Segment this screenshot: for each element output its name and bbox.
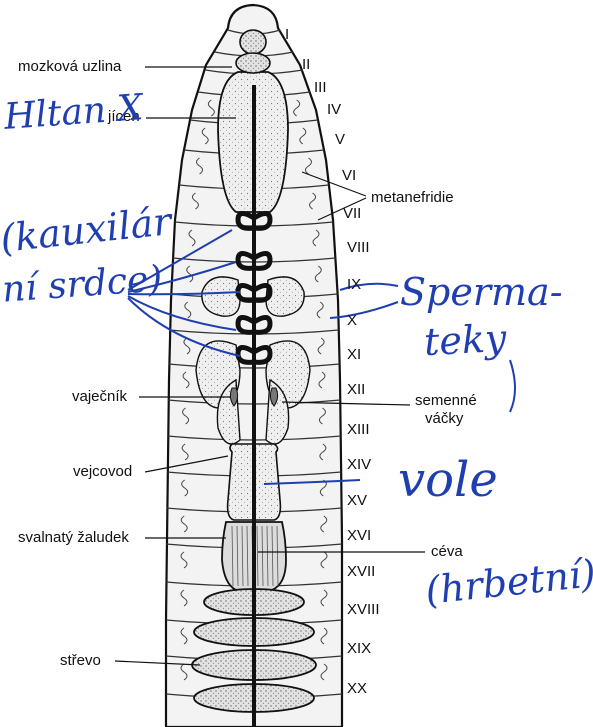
segment-number: VI (342, 167, 356, 184)
segment-number: I (285, 26, 289, 43)
seminal-vesicle-left (202, 277, 240, 316)
segment-number: XIX (347, 640, 371, 657)
segment-number: XVIII (347, 601, 380, 618)
segment-number: XX (347, 680, 367, 697)
handwriting-sperma-2: teky (423, 316, 507, 364)
segment-number: IX (347, 276, 361, 293)
label-metanefridie: metanefridie (371, 189, 454, 206)
segment-number: IV (327, 101, 341, 118)
label-strevo: střevo (60, 652, 101, 669)
label-semenne: semenné (415, 392, 477, 409)
segment-number: XIV (347, 456, 371, 473)
segment-number: XI (347, 346, 361, 363)
label-ceva: céva (431, 543, 463, 560)
segment-number: V (335, 131, 345, 148)
brain-ganglion (240, 30, 266, 54)
segment-number: XVI (347, 527, 371, 544)
label-vajecnik: vaječník (72, 388, 127, 405)
handwriting-vole: vole (398, 452, 498, 508)
segment-number: XV (347, 492, 367, 509)
segment-number: III (314, 79, 327, 96)
handwriting-sperma-1: Sperma- (400, 270, 563, 314)
label-vacky: váčky (425, 410, 463, 427)
segment-number: XIII (347, 421, 370, 438)
segment-number: VII (343, 205, 361, 222)
segment-number: VIII (347, 239, 370, 256)
segment-number: XVII (347, 563, 375, 580)
segment-number: II (302, 56, 310, 73)
segment-number: X (347, 312, 357, 329)
seminal-vesicle-right (266, 277, 304, 316)
label-mozkova-uzlina: mozková uzlina (18, 58, 121, 75)
segment-number: XII (347, 381, 365, 398)
label-vejcovod: vejcovod (73, 463, 132, 480)
label-svalnaty-zaludek: svalnatý žaludek (18, 529, 129, 546)
